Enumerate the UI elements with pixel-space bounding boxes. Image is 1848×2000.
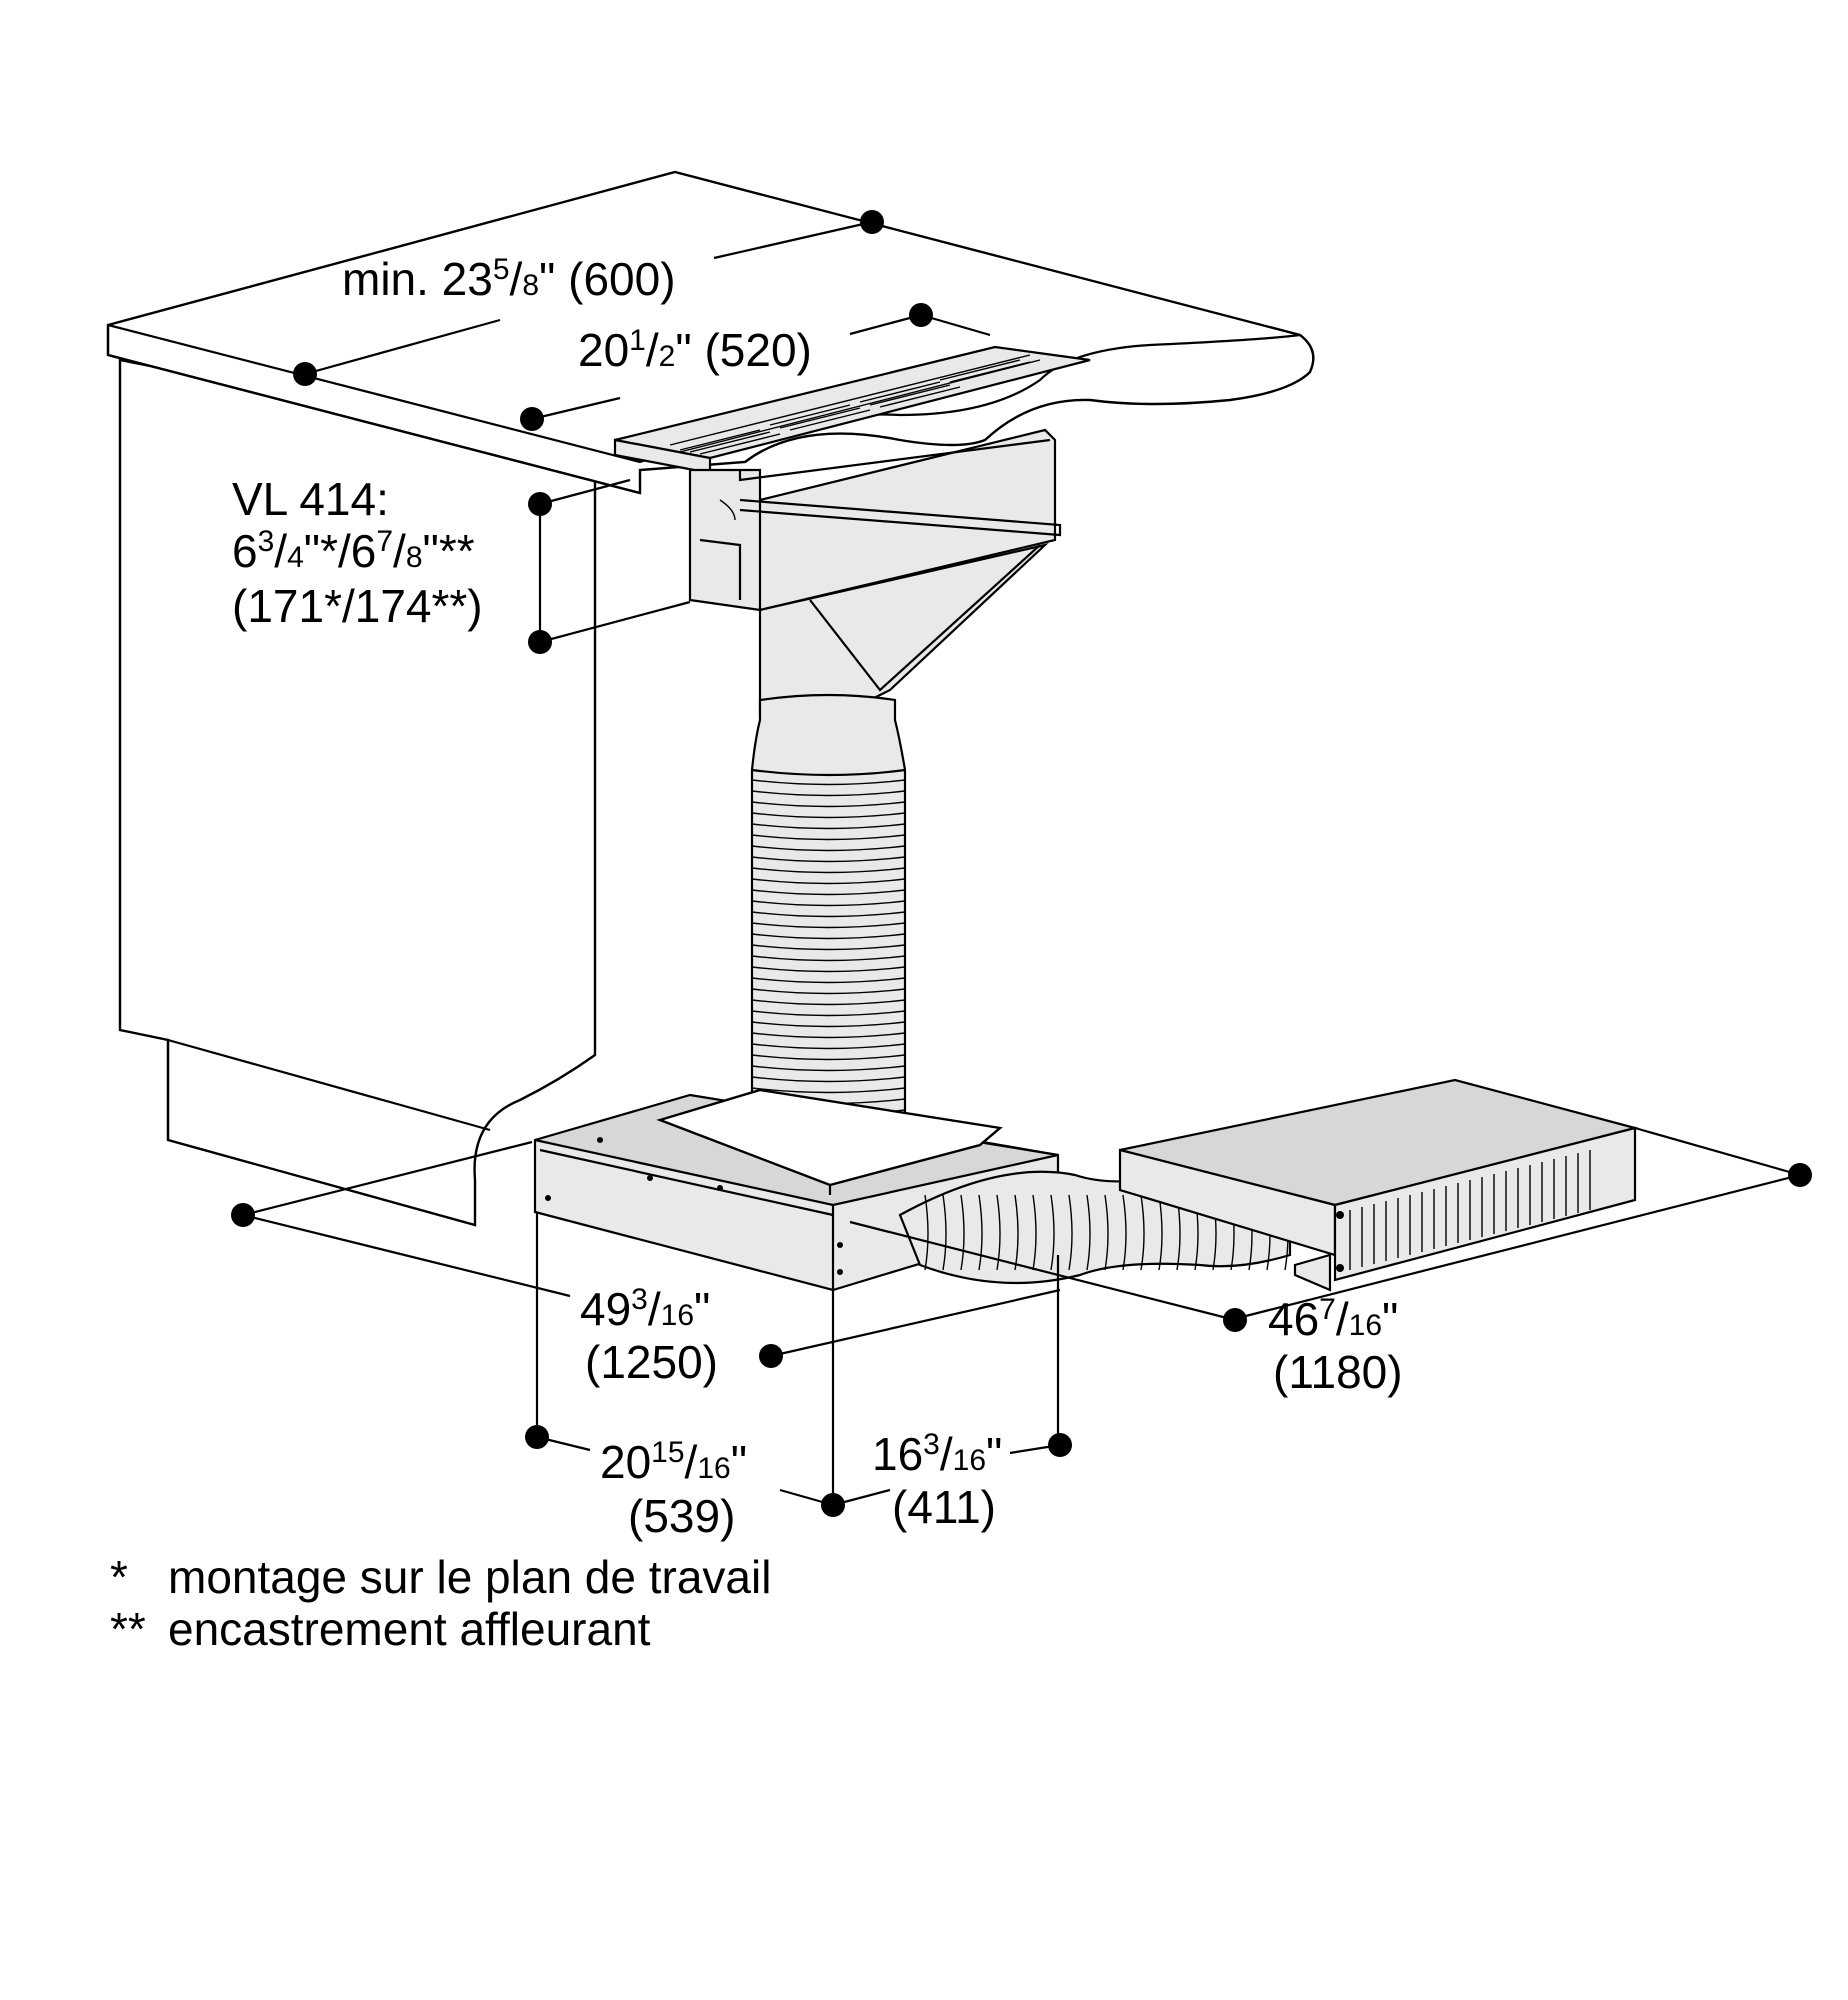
base-cabinet bbox=[118, 358, 632, 1227]
dim-line-right-a bbox=[1229, 1173, 1801, 1322]
footnote-1-text: montage sur le plan de travail bbox=[168, 1551, 771, 1603]
svg-text:163/16": 163/16" bbox=[872, 1428, 1002, 1480]
dim-line-counter-b bbox=[713, 220, 873, 260]
svg-text:201/2" (520): 201/2" (520) bbox=[578, 324, 812, 376]
dot-left-a bbox=[231, 1203, 255, 1227]
dot-width-back bbox=[909, 303, 933, 327]
dot-height-top bbox=[528, 492, 552, 516]
label-unit-height: VL 414: 63/4"*/67/8"** (171*/174**) bbox=[232, 473, 483, 632]
label-counter-depth: min. 235/8" (600) bbox=[342, 253, 676, 305]
label-duct-left: 493/16" (1250) bbox=[580, 1283, 718, 1388]
svg-text:493/16": 493/16" bbox=[580, 1283, 710, 1335]
vent-grille bbox=[679, 359, 1031, 455]
svg-text:(171*/174**): (171*/174**) bbox=[232, 580, 483, 632]
blower-grille bbox=[1349, 1150, 1591, 1270]
label-fan-offset: 163/16" (411) bbox=[872, 1428, 1002, 1533]
dot-fan-right bbox=[1048, 1433, 1072, 1457]
dot-right-b bbox=[1788, 1163, 1812, 1187]
dot-counter-back bbox=[860, 210, 884, 234]
svg-text:VL 414:: VL 414: bbox=[232, 473, 389, 525]
label-fan-width: 2015/16" (539) bbox=[600, 1436, 747, 1542]
dimension-lines bbox=[242, 220, 1801, 1507]
remote-blower bbox=[1118, 1078, 1640, 1292]
dimension-dots bbox=[231, 210, 1812, 1517]
dim-line-width-a bbox=[531, 396, 621, 421]
svg-text:2015/16": 2015/16" bbox=[600, 1436, 747, 1488]
dim-line-left-b bbox=[770, 1288, 1061, 1358]
vertical-duct bbox=[750, 693, 907, 1132]
dot-counter-front bbox=[293, 362, 317, 386]
dot-left-b bbox=[759, 1344, 783, 1368]
svg-text:(1250): (1250) bbox=[585, 1336, 718, 1388]
dim-line-left-a bbox=[242, 1140, 533, 1217]
svg-text:min. 235/8" (600): min. 235/8" (600) bbox=[342, 253, 676, 305]
dot-fan-left bbox=[525, 1425, 549, 1449]
svg-text:(411): (411) bbox=[892, 1481, 996, 1533]
footnotes: * montage sur le plan de travail ** enca… bbox=[110, 1551, 771, 1655]
footnote-2-text: encastrement affleurant bbox=[168, 1603, 651, 1655]
countertop bbox=[106, 170, 1315, 495]
dot-right-a bbox=[1223, 1308, 1247, 1332]
label-duct-right: 467/16" (1180) bbox=[1268, 1293, 1403, 1398]
dot-width-front bbox=[520, 407, 544, 431]
svg-text:(539): (539) bbox=[628, 1490, 735, 1542]
label-unit-width: 201/2" (520) bbox=[578, 324, 812, 376]
downdraft-vent bbox=[613, 345, 1091, 722]
svg-text:467/16": 467/16" bbox=[1268, 1293, 1398, 1345]
footnote-1-mark: * bbox=[110, 1551, 128, 1603]
svg-text:63/4"*/67/8"**: 63/4"*/67/8"** bbox=[232, 525, 475, 577]
dot-height-bottom bbox=[528, 630, 552, 654]
dim-line-width-b bbox=[849, 313, 922, 336]
fan-bolts bbox=[545, 1137, 843, 1275]
svg-text:(1180): (1180) bbox=[1273, 1346, 1403, 1398]
dim-line-counter-a bbox=[304, 318, 501, 376]
footnote-2-mark: ** bbox=[110, 1603, 146, 1655]
dot-fan-middle bbox=[821, 1493, 845, 1517]
